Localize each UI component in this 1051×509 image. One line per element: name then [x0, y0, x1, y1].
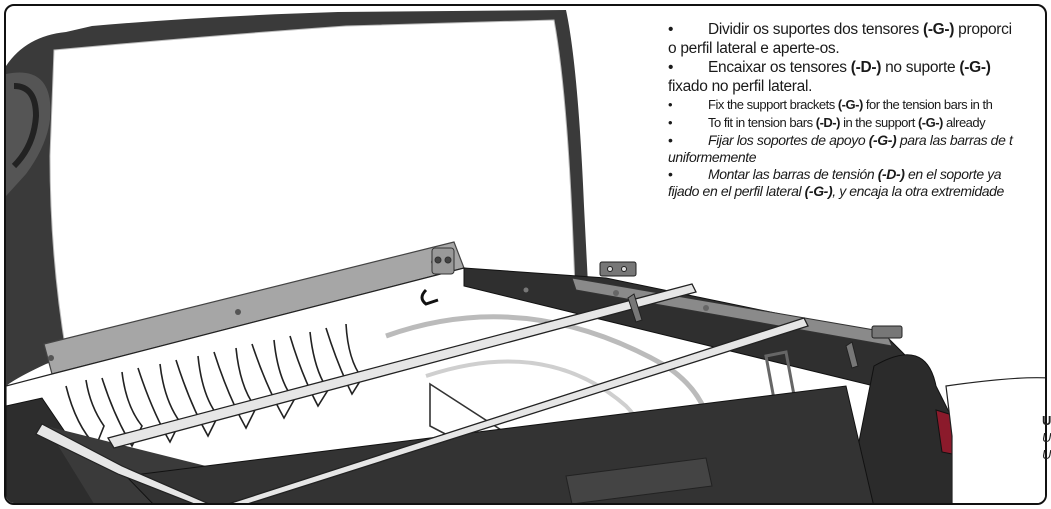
instruction-pt-2: •Encaixar os tensores (-D-) no suporte (…: [668, 59, 991, 95]
side-label-1: U: [1042, 413, 1051, 428]
instruction-es-block: •Fijar los soportes de apoyo (-G-) para …: [668, 132, 1045, 200]
tension-bar-left: [35, 423, 209, 503]
tension-bar-rear: [228, 317, 809, 503]
instruction-pt-1: •Dividir os suportes dos tensores (-G-) …: [668, 21, 1012, 57]
instruction-es-1: •Fijar los soportes de apoyo (-G-) para …: [668, 132, 1013, 165]
lid-hinge-bracket: [431, 247, 455, 275]
truck-bed-illustration: [6, 10, 1045, 503]
illustration-frame: •Dividir os suportes dos tensores (-G-) …: [4, 4, 1047, 505]
bed-ribs: [65, 323, 363, 448]
instruction-text-panel: •Dividir os suportes dos tensores (-G-) …: [668, 20, 1045, 200]
support-bracket-rear: [845, 325, 903, 369]
tie-hook: [420, 288, 439, 306]
instruction-es-2: •Montar las barras de tensión (-D-) en e…: [668, 166, 1004, 199]
instruction-en-2: •To fit in tension bars (-D-) in the sup…: [668, 115, 986, 130]
instruction-en-1: •Fix the support brackets (-G-) for the …: [668, 97, 993, 112]
side-label-3: U: [1042, 447, 1051, 462]
side-labels: U U U: [1042, 412, 1051, 463]
instruction-en-block: •Fix the support brackets (-G-) for the …: [668, 96, 1045, 132]
support-bracket-front: [599, 261, 643, 323]
side-label-2: U: [1042, 430, 1051, 445]
tension-bar-front: [106, 283, 697, 449]
